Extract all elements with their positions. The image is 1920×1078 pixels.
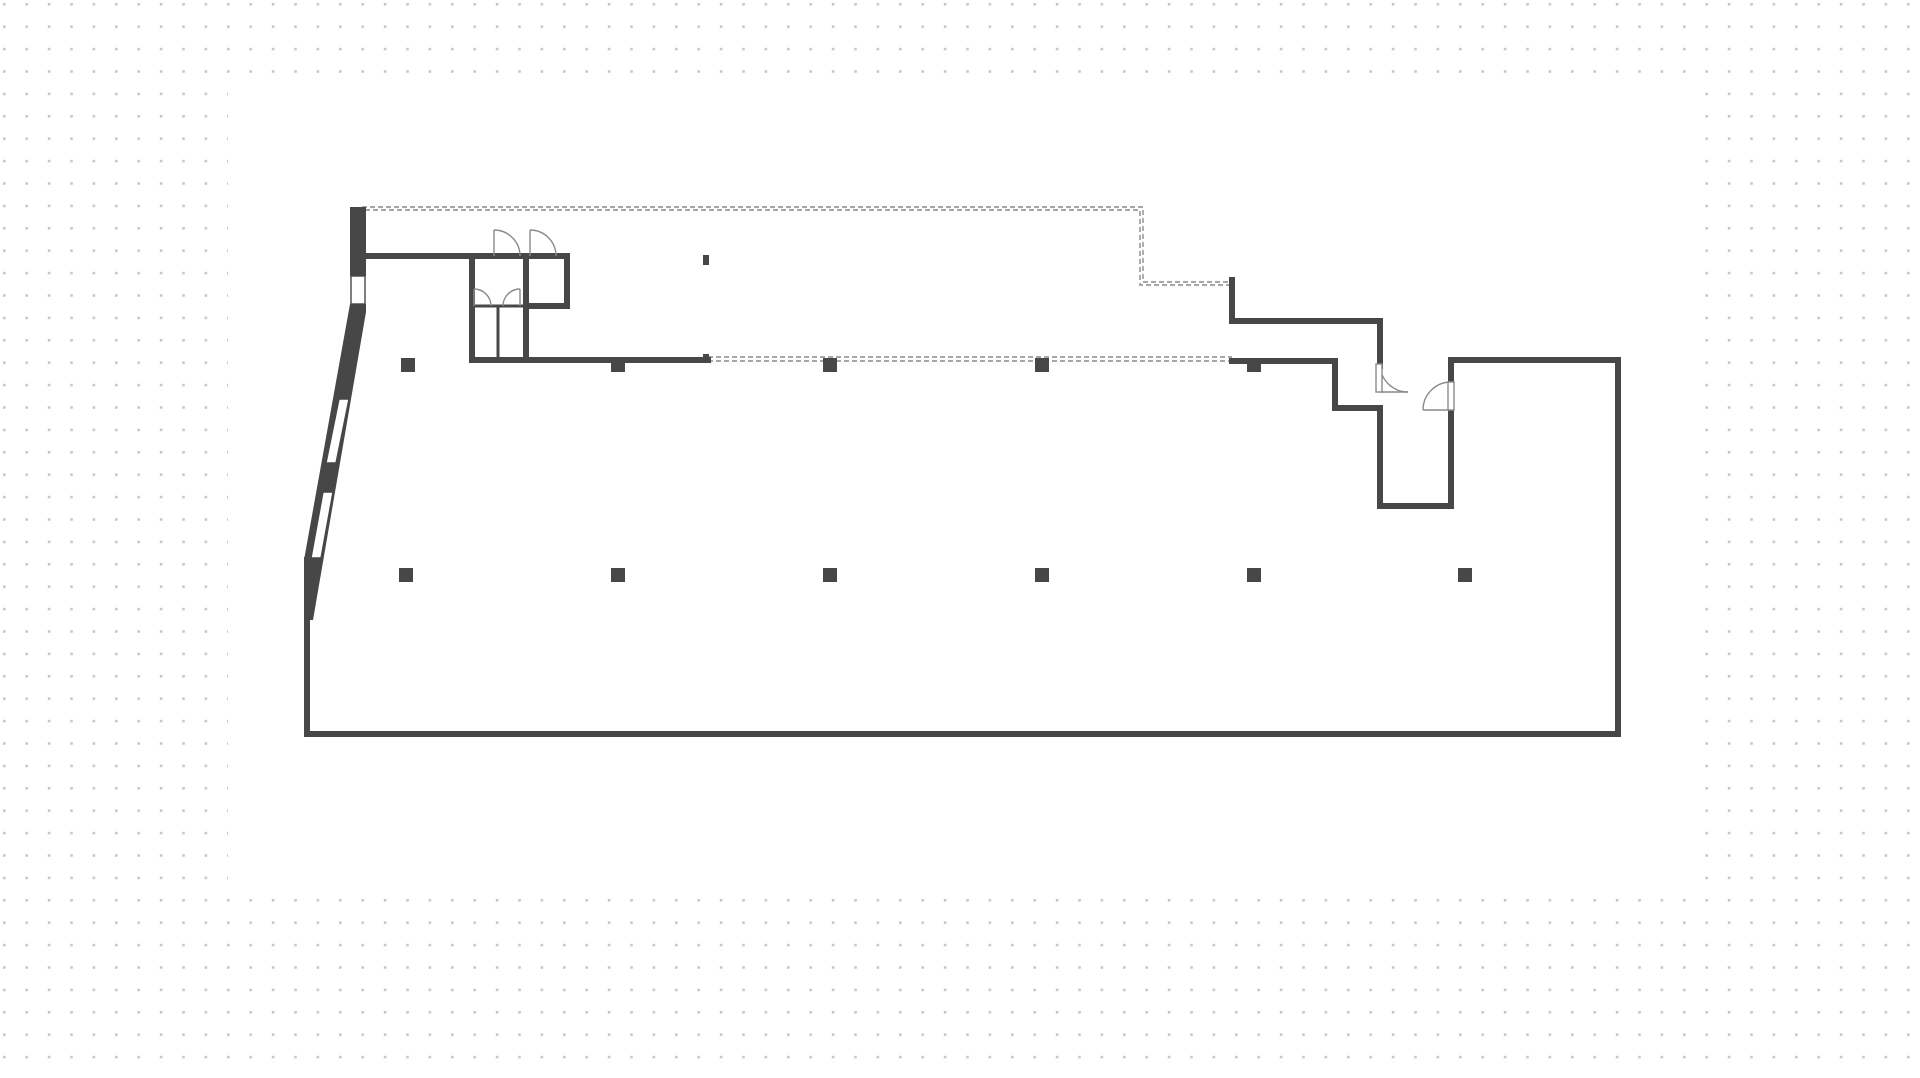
door-1 (493, 229, 521, 257)
column-r1-c4 (1035, 358, 1049, 372)
column-r2-c1 (399, 568, 413, 582)
column-r0-c2 (703, 354, 709, 362)
column-r2-c5 (1247, 568, 1261, 582)
outer-wall-main (304, 357, 1621, 737)
west-wall-slant-inner (307, 312, 366, 620)
terrace-dashed-outline-inner (365, 209, 1232, 286)
column-r1-c5 (1247, 360, 1261, 372)
window-west-3 (310, 491, 334, 559)
column-r1-c1 (401, 358, 415, 372)
column-r2-c6 (1458, 568, 1472, 582)
outer-wall-step (1229, 277, 1383, 369)
column-r1-c2 (611, 360, 625, 372)
door-3 (473, 288, 492, 307)
column-r2-c2 (611, 568, 625, 582)
west-wall-upper (350, 207, 366, 276)
column-r1-c3 (823, 358, 837, 372)
door-4 (502, 288, 521, 307)
door-2 (529, 229, 557, 257)
terrace-dashed-outline (362, 206, 1232, 283)
door-5 (1375, 363, 1409, 393)
window-west-2 (325, 398, 350, 464)
column-r0-c1 (703, 255, 709, 265)
north-wall-segment (353, 253, 570, 309)
window-west-1 (350, 275, 366, 305)
door-6 (1422, 381, 1455, 411)
column-r2-c3 (823, 568, 837, 582)
column-r2-c4 (1035, 568, 1049, 582)
